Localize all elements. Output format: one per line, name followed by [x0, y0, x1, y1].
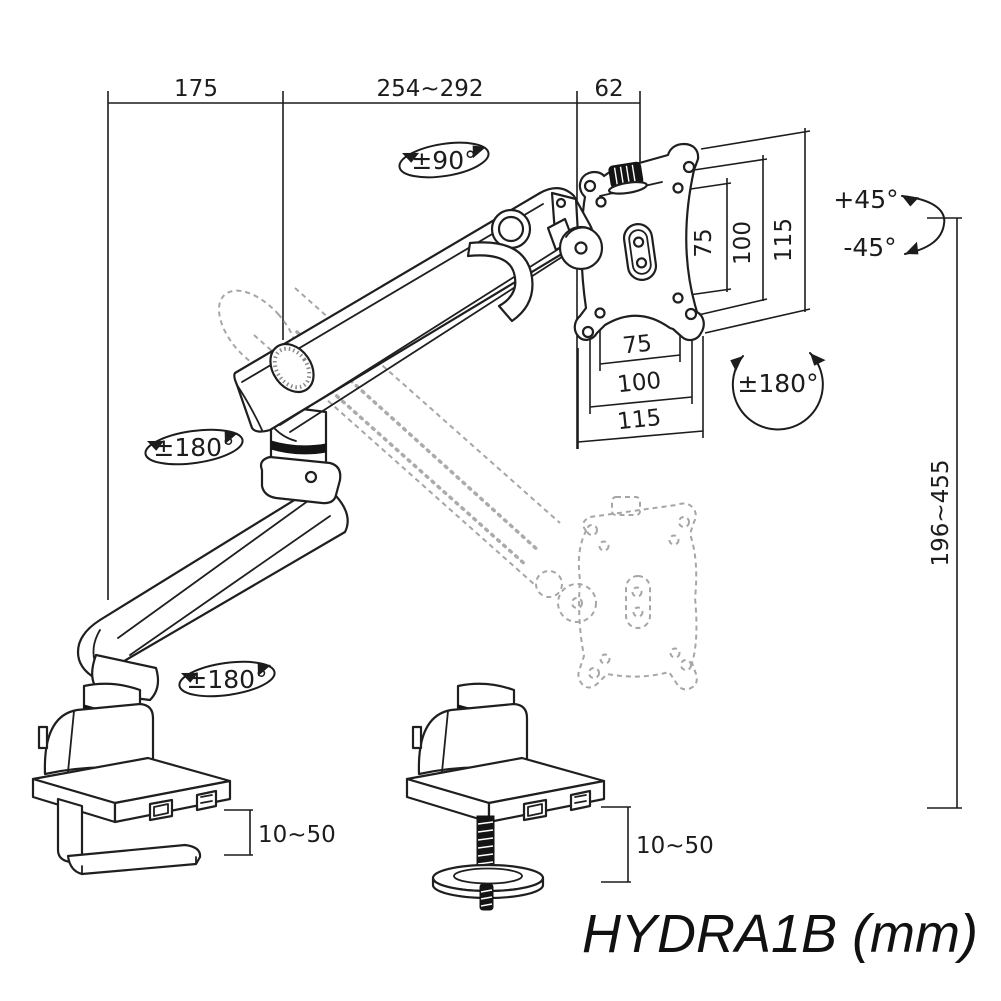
- head-tilt-joint: [546, 191, 604, 271]
- dim-vesa-v-75: 75: [691, 228, 717, 257]
- dim-vesa-h-75: 75: [621, 331, 653, 360]
- dimension-height-range: 196~455: [927, 217, 962, 809]
- label-elbow-rotate: ±180°: [153, 433, 234, 462]
- dim-height-range: 196~455: [928, 459, 954, 566]
- usb-port: [195, 789, 218, 812]
- dimension-vesa-vertical: 75 100 115: [681, 128, 811, 334]
- label-base-rotate: ±180°: [186, 665, 267, 694]
- diagram-title: HYDRA1B (mm): [582, 904, 978, 964]
- vesa-plate: [573, 142, 705, 342]
- label-head-swivel: ±90°: [411, 146, 476, 175]
- dim-head-offset: 62: [594, 76, 623, 102]
- rotation-base: ±180°: [178, 660, 276, 698]
- cable-clip: [466, 241, 534, 323]
- dim-clamp-left: 10~50: [258, 822, 336, 848]
- rotation-tilt: +45° -45°: [833, 185, 946, 262]
- arm-oval-hole: [269, 342, 315, 394]
- grommet-rod: [431, 815, 545, 911]
- dim-vesa-h-100: 100: [616, 368, 662, 398]
- vesa-center-slot: [622, 223, 658, 281]
- dim-vesa-h-115: 115: [616, 405, 662, 435]
- rotation-vesa: ±180°: [730, 352, 826, 431]
- desk-clamp-base: [31, 682, 232, 876]
- label-tilt-up: +45°: [833, 185, 898, 214]
- label-tilt-down: -45°: [843, 233, 896, 262]
- dimension-top-chain: 175 254~292 62: [107, 76, 641, 600]
- dimension-clamp-right: 10~50: [601, 806, 714, 883]
- upper-arm: [233, 187, 595, 433]
- dimension-clamp-left: 10~50: [224, 809, 336, 856]
- lower-arm-cap: [259, 455, 342, 505]
- rotation-elbow: ±180°: [144, 428, 244, 466]
- dim-arm-extension: 254~292: [376, 76, 483, 102]
- dim-clamp-right: 10~50: [636, 833, 714, 859]
- label-vesa-rotate: ±180°: [737, 369, 818, 398]
- usb-port: [569, 789, 592, 812]
- rotation-head-swivel: ±90°: [398, 141, 490, 179]
- dim-arm-rear: 175: [174, 76, 218, 102]
- clamp-foot: [66, 843, 202, 876]
- dim-vesa-v-100: 100: [730, 221, 756, 265]
- dim-vesa-v-115: 115: [771, 218, 797, 262]
- grommet-base: [405, 682, 606, 911]
- adjustment-knob: [607, 161, 648, 195]
- dimension-vesa-horizontal: 75 100 115: [577, 303, 704, 449]
